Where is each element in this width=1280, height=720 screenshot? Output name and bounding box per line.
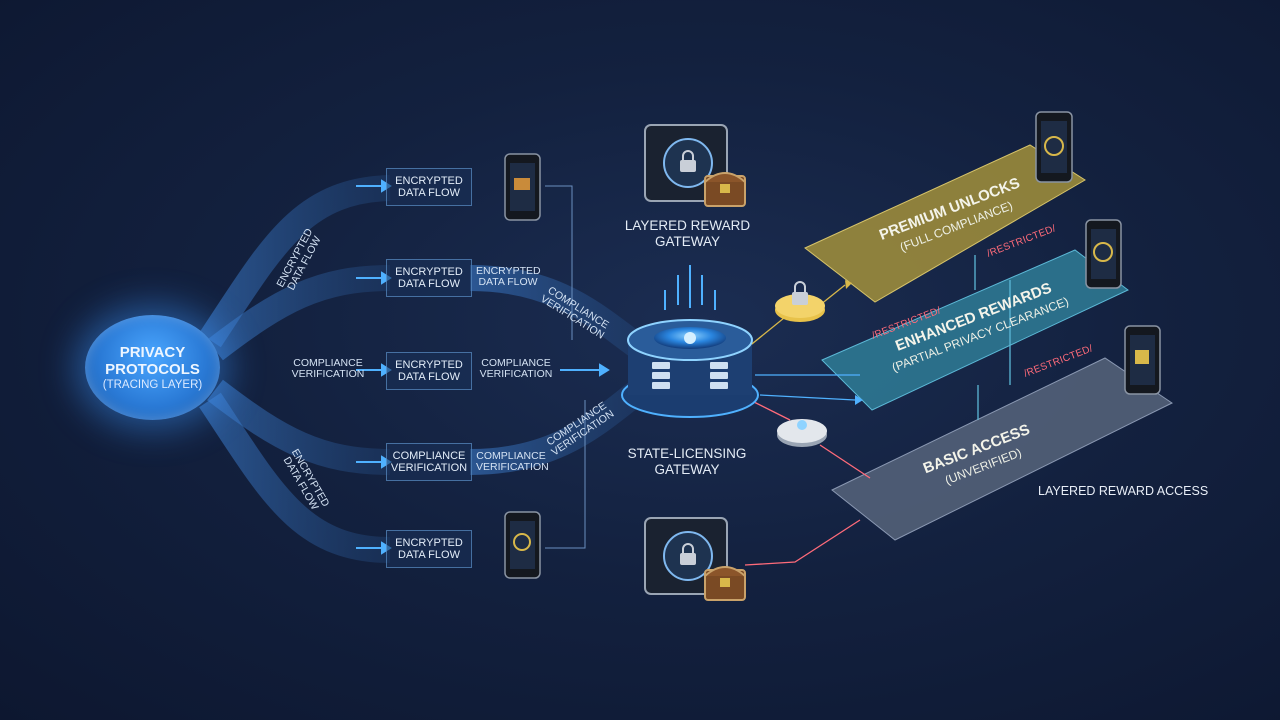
- tier-panel-basic: [831, 357, 1173, 541]
- gateway-hub: [621, 319, 759, 418]
- smartphone-icon: [504, 511, 541, 579]
- privacy-protocols-node: PRIVACY PROTOCOLS (TRACING LAYER): [85, 315, 220, 420]
- treasure-chest-icon: [704, 172, 746, 207]
- connector-lines: [545, 185, 586, 549]
- flow-box-label: ENCRYPTED DATA FLOW: [395, 359, 463, 383]
- tier-panel-enhanced: [821, 249, 1129, 411]
- padlock-icon: [775, 281, 825, 322]
- server-icon: [652, 362, 728, 389]
- ribbon-lower: [207, 379, 391, 475]
- ribbon-upper: [207, 265, 391, 361]
- smartphone-icon: [1124, 325, 1161, 395]
- row2-right-label: ENCRYPTED DATA FLOW: [476, 265, 541, 288]
- tablet-icon-bottom: [644, 517, 728, 595]
- row3-right-label: COMPLIANCE VERIFICATION: [479, 357, 553, 380]
- flow-box-label: ENCRYPTED DATA FLOW: [395, 175, 463, 199]
- row3-left-label: COMPLIANCE VERIFICATION: [291, 357, 365, 380]
- flow-box-encrypted-5: ENCRYPTED DATA FLOW: [386, 530, 472, 568]
- ribbon-upper-to-hub: [469, 265, 648, 359]
- ribbon-top: [199, 175, 391, 348]
- licensing-gateway-label: STATE-LICENSING GATEWAY: [627, 446, 747, 477]
- smartphone-icon: [1085, 219, 1122, 289]
- layered-reward-access-label: LAYERED REWARD ACCESS: [1038, 484, 1209, 498]
- privacy-title: PRIVACY PROTOCOLS: [105, 343, 200, 378]
- smartphone-icon: [504, 153, 541, 221]
- flow-box-encrypted-3: ENCRYPTED DATA FLOW: [386, 352, 472, 390]
- privacy-subtitle: (TRACING LAYER): [102, 378, 203, 391]
- flow-box-encrypted-2: ENCRYPTED DATA FLOW: [386, 259, 472, 297]
- tier-panel-premium: [804, 144, 1086, 303]
- flow-box-label: ENCRYPTED DATA FLOW: [395, 537, 463, 561]
- gray-node-icon: [777, 419, 827, 447]
- flow-box-label: ENCRYPTED DATA FLOW: [395, 266, 463, 290]
- flow-box-label: COMPLIANCE VERIFICATION: [390, 450, 468, 474]
- tier-connectors: [741, 255, 1011, 566]
- row4-right-label: COMPLIANCE VERIFICATION: [476, 450, 549, 473]
- data-stream-icon: [664, 265, 716, 310]
- reward-gateway-label: LAYERED REWARD GATEWAY: [624, 218, 751, 249]
- flow-box-compliance: COMPLIANCE VERIFICATION: [386, 443, 472, 481]
- treasure-chest-icon: [704, 566, 746, 601]
- smartphone-icon: [1035, 111, 1073, 183]
- tier-panels: [804, 144, 1173, 541]
- flow-box-encrypted-1: ENCRYPTED DATA FLOW: [386, 168, 472, 206]
